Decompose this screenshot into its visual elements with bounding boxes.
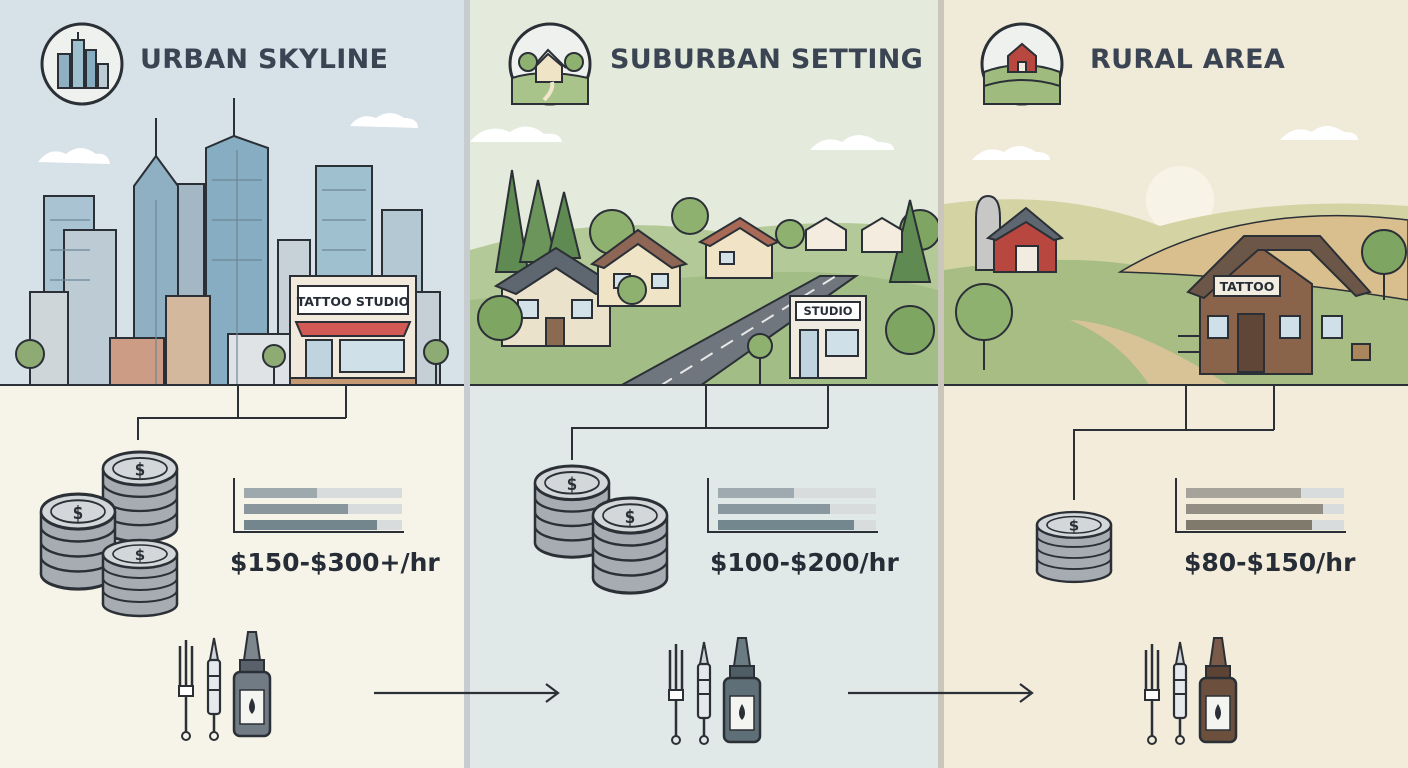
suburban-title: SUBURBAN SETTING [610, 44, 924, 75]
urban-scene: TATTOO STUDIO [0, 98, 464, 386]
city-icon [40, 22, 124, 106]
flow-arrow-2 [848, 683, 1034, 703]
rural-ink-bottle-icon [1198, 637, 1238, 744]
cost-bar-fill [1186, 488, 1301, 498]
suburban-rate: $100-$200/hr [710, 548, 899, 577]
flow-arrow-1 [374, 683, 560, 703]
barn-icon [980, 22, 1064, 106]
house-icon [508, 22, 592, 106]
suburban-cost-bars [707, 478, 878, 533]
suburban-ink-bottle-icon [722, 637, 762, 744]
urban-ink-bottle-icon [232, 631, 272, 738]
cost-bar-fill [244, 488, 317, 498]
connector-lines [137, 386, 1275, 500]
rural-cost-bars [1175, 478, 1346, 533]
rural-scene: TATTOO [944, 126, 1408, 386]
cost-bar-fill [1186, 504, 1323, 514]
urban-cost-bars [233, 478, 404, 533]
suburban-scene: STUDIO [470, 126, 938, 386]
rural-rate: $80-$150/hr [1184, 548, 1356, 577]
cost-bar-fill [1186, 520, 1312, 530]
cost-bar-track [718, 488, 876, 498]
urban-rate: $150-$300+/hr [230, 548, 440, 577]
urban-title: URBAN SKYLINE [140, 44, 389, 75]
urban-studio-sign: TATTOO STUDIO [297, 294, 410, 309]
cost-bar-fill [244, 504, 348, 514]
cost-bar-fill [718, 488, 794, 498]
cost-bar-fill [718, 520, 854, 530]
cost-bar-fill [718, 504, 830, 514]
suburban-studio-sign: STUDIO [803, 304, 852, 318]
cost-bar-track [244, 488, 402, 498]
cost-bar-fill [244, 520, 377, 530]
rural-coin-stack [1035, 510, 1113, 584]
rural-studio-sign: TATTOO [1220, 279, 1275, 294]
rural-title: RURAL AREA [1090, 44, 1286, 75]
